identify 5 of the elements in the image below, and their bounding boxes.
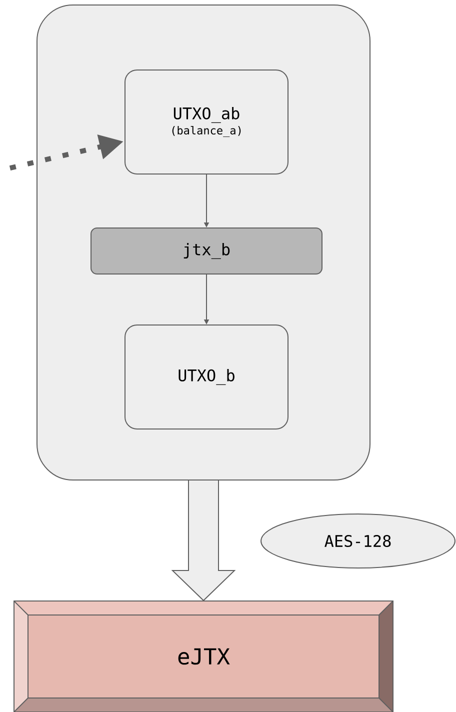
process-box: UTXO_b (124, 324, 288, 430)
process-box: UTXO_ab (balance_a) (124, 70, 288, 174)
bevel-box: eJTX (14, 600, 394, 712)
block-arrow (171, 480, 236, 602)
transaction-bar: jtx_b (90, 228, 322, 274)
